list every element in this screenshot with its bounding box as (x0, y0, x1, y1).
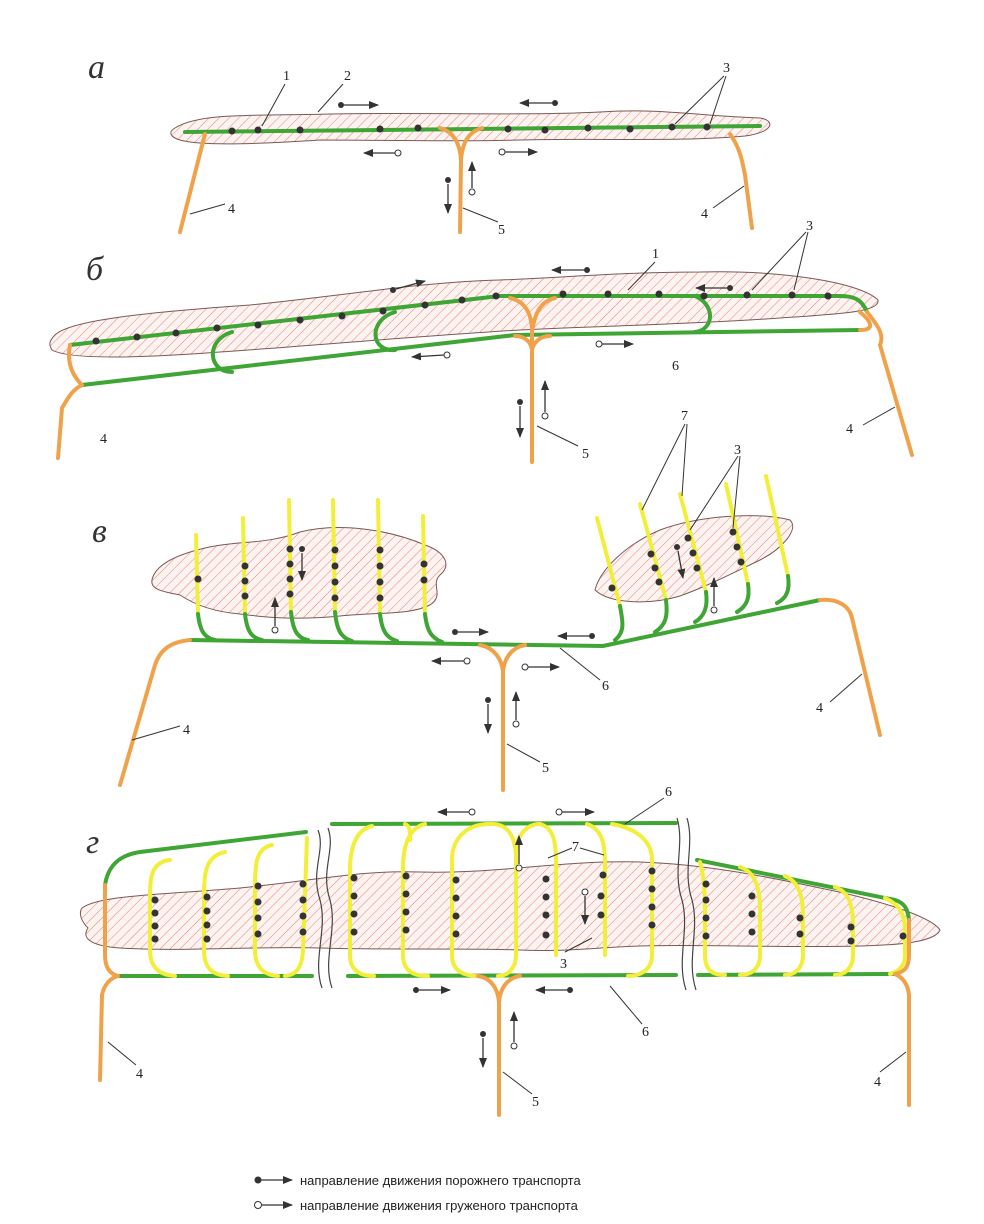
svg-text:3: 3 (734, 443, 741, 458)
upper-haul-road-right (695, 858, 911, 922)
access-road-center (438, 126, 484, 234)
right-access (893, 918, 911, 1107)
svg-text:5: 5 (582, 447, 589, 462)
svg-text:4: 4 (228, 202, 235, 217)
traffic-arrows (390, 266, 733, 438)
svg-text:5: 5 (532, 1095, 539, 1110)
svg-text:3: 3 (806, 219, 813, 234)
blast-holes (194, 528, 745, 602)
svg-text:5: 5 (498, 223, 505, 238)
haul-road (183, 124, 762, 134)
svg-text:7: 7 (572, 840, 579, 855)
access-road-center (508, 296, 557, 464)
blast-holes (228, 123, 711, 135)
traffic-arrows (413, 808, 595, 1068)
ore-body (79, 861, 941, 952)
legend: направление движения порожнего транспорт… (254, 1173, 581, 1213)
upper-haul-road-left (103, 830, 308, 887)
legend-item-loaded: направление движения груженого транспорт… (254, 1198, 579, 1213)
svg-text:4: 4 (183, 723, 190, 738)
svg-text:4: 4 (874, 1075, 881, 1090)
svg-text:2: 2 (344, 69, 351, 84)
svg-text:4: 4 (136, 1067, 143, 1082)
access-road-left (178, 132, 207, 234)
svg-text:4: 4 (701, 207, 708, 222)
loading-spurs-left (194, 498, 444, 644)
svg-text:3: 3 (560, 957, 567, 972)
haul-road-main (188, 598, 822, 648)
svg-text:6: 6 (665, 785, 672, 800)
upper-haul-road-center (330, 821, 678, 826)
svg-text:1: 1 (283, 69, 290, 84)
panel-letter-v: в (92, 513, 107, 550)
legend-loaded-label: направление движения груженого транспорт… (300, 1198, 579, 1213)
callouts-b: 1 3 6 4 4 5 (100, 219, 896, 462)
left-junction (56, 343, 84, 460)
loading-loops-center (348, 822, 654, 978)
panel-v: в (92, 409, 882, 792)
panel-a: а 1 2 3 4 4 5 (88, 49, 771, 238)
right-junction (858, 310, 914, 457)
panel-b: б 1 3 6 (49, 219, 914, 464)
svg-text:1: 1 (652, 247, 659, 262)
svg-text:6: 6 (602, 679, 609, 694)
legend-item-empty: направление движения порожнего транспорт… (254, 1173, 581, 1188)
panel-letter-a: а (88, 49, 105, 86)
panel-g: г (79, 785, 941, 1117)
center-access (476, 974, 522, 1117)
section-breaks (316, 817, 697, 991)
svg-text:7: 7 (681, 409, 688, 424)
center-access (478, 643, 527, 792)
callouts-g: 6 7 3 6 4 4 5 (107, 785, 907, 1110)
svg-text:3: 3 (723, 61, 730, 76)
svg-text:6: 6 (672, 359, 679, 374)
callouts-v: 7 3 6 4 4 5 (131, 409, 863, 776)
blast-holes (92, 290, 832, 345)
svg-text:4: 4 (100, 432, 107, 447)
traffic-arrows (271, 544, 718, 734)
svg-text:4: 4 (846, 422, 853, 437)
legend-empty-label: направление движения порожнего транспорт… (300, 1173, 581, 1188)
svg-text:4: 4 (816, 701, 823, 716)
ore-body (49, 271, 879, 358)
upper-haul-road (68, 294, 869, 347)
access-road-right (728, 132, 754, 230)
panel-letter-g: г (86, 824, 99, 861)
svg-text:5: 5 (542, 761, 549, 776)
left-access (118, 638, 192, 787)
left-access (98, 883, 120, 1082)
ore-body-right (594, 515, 794, 603)
panel-letter-b: б (86, 251, 105, 288)
blast-holes (151, 867, 907, 945)
right-access (818, 597, 882, 737)
loading-loops-left (148, 836, 309, 978)
svg-text:6: 6 (642, 1025, 649, 1040)
traffic-arrows (338, 99, 558, 214)
callouts-a: 1 2 3 4 4 5 (189, 61, 745, 238)
loop-connectors (210, 294, 712, 374)
